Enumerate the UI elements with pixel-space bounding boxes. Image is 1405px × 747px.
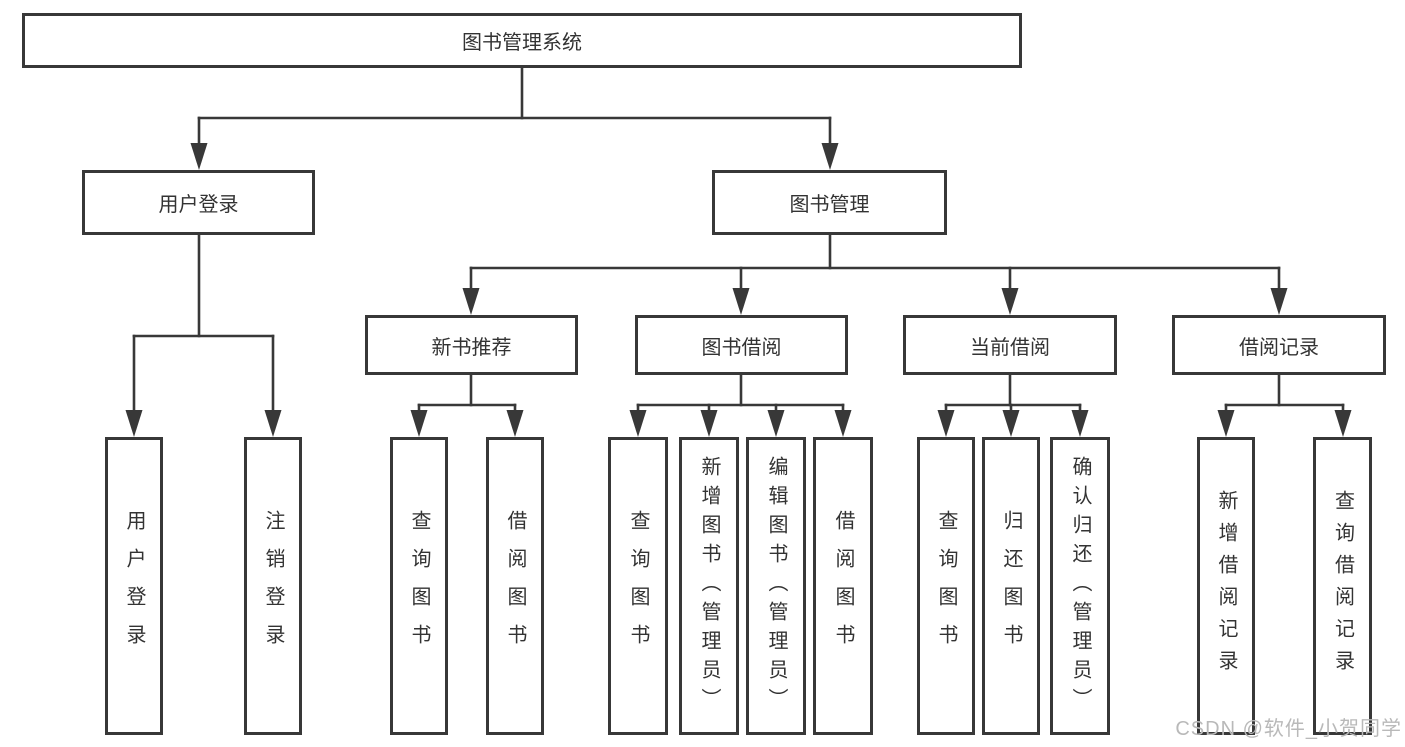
arrowheads <box>125 143 1352 437</box>
node-label: 借阅图书 <box>504 510 526 662</box>
node-label: 查询图书 <box>627 510 649 662</box>
leaf-query-books-current: 查询图书 <box>917 437 975 735</box>
watermark: CSDN @软件_小贺同学 <box>1175 718 1402 740</box>
node-label: 用户登录 <box>123 510 145 662</box>
node-label: 新增借阅记录 <box>1215 490 1237 682</box>
leaf-borrow-books-recommend: 借阅图书 <box>486 437 544 735</box>
leaf-query-books-recommend: 查询图书 <box>390 437 448 735</box>
leaf-borrow-books: 借阅图书 <box>813 437 873 735</box>
leaf-user-login: 用户登录 <box>105 437 163 735</box>
leaf-edit-books-admin: 编辑图书（管理员） <box>746 437 806 735</box>
node-label: 用户登录 <box>158 194 239 216</box>
node-label: 编辑图书（管理员） <box>765 455 787 717</box>
leaf-add-borrow-record: 新增借阅记录 <box>1197 437 1255 735</box>
leaf-confirm-return-admin: 确认归还（管理员） <box>1050 437 1110 735</box>
node-label: 图书管理系统 <box>462 32 582 54</box>
node-label: 图书管理 <box>789 194 870 216</box>
leaf-add-books-admin: 新增图书（管理员） <box>679 437 739 735</box>
node-label: 注销登录 <box>262 510 284 662</box>
node-label: 图书借阅 <box>701 336 782 359</box>
leaf-return-books: 归还图书 <box>982 437 1040 735</box>
node-book-borrow: 图书借阅 <box>635 315 848 375</box>
node-new-book-recommend: 新书推荐 <box>365 315 578 375</box>
leaf-query-borrow-record: 查询借阅记录 <box>1313 437 1372 735</box>
node-label: 新增图书（管理员） <box>698 455 720 717</box>
node-label: 当前借阅 <box>970 336 1050 359</box>
node-book-management: 图书管理 <box>712 170 947 235</box>
node-label: 确认归还（管理员） <box>1069 455 1091 717</box>
node-label: 借阅图书 <box>832 510 854 662</box>
node-label: 归还图书 <box>1000 510 1022 662</box>
node-current-borrow: 当前借阅 <box>903 315 1117 375</box>
node-label: 新书推荐 <box>431 336 512 359</box>
node-user-login: 用户登录 <box>82 170 315 235</box>
node-label: 查询图书 <box>408 510 430 662</box>
node-label: 借阅记录 <box>1239 336 1319 359</box>
leaf-query-books-borrow: 查询图书 <box>608 437 668 735</box>
node-label: 查询借阅记录 <box>1331 490 1354 682</box>
node-root-library-system: 图书管理系统 <box>22 13 1022 68</box>
node-label: 查询图书 <box>935 510 957 662</box>
node-borrow-record: 借阅记录 <box>1172 315 1386 375</box>
leaf-logout: 注销登录 <box>244 437 302 735</box>
